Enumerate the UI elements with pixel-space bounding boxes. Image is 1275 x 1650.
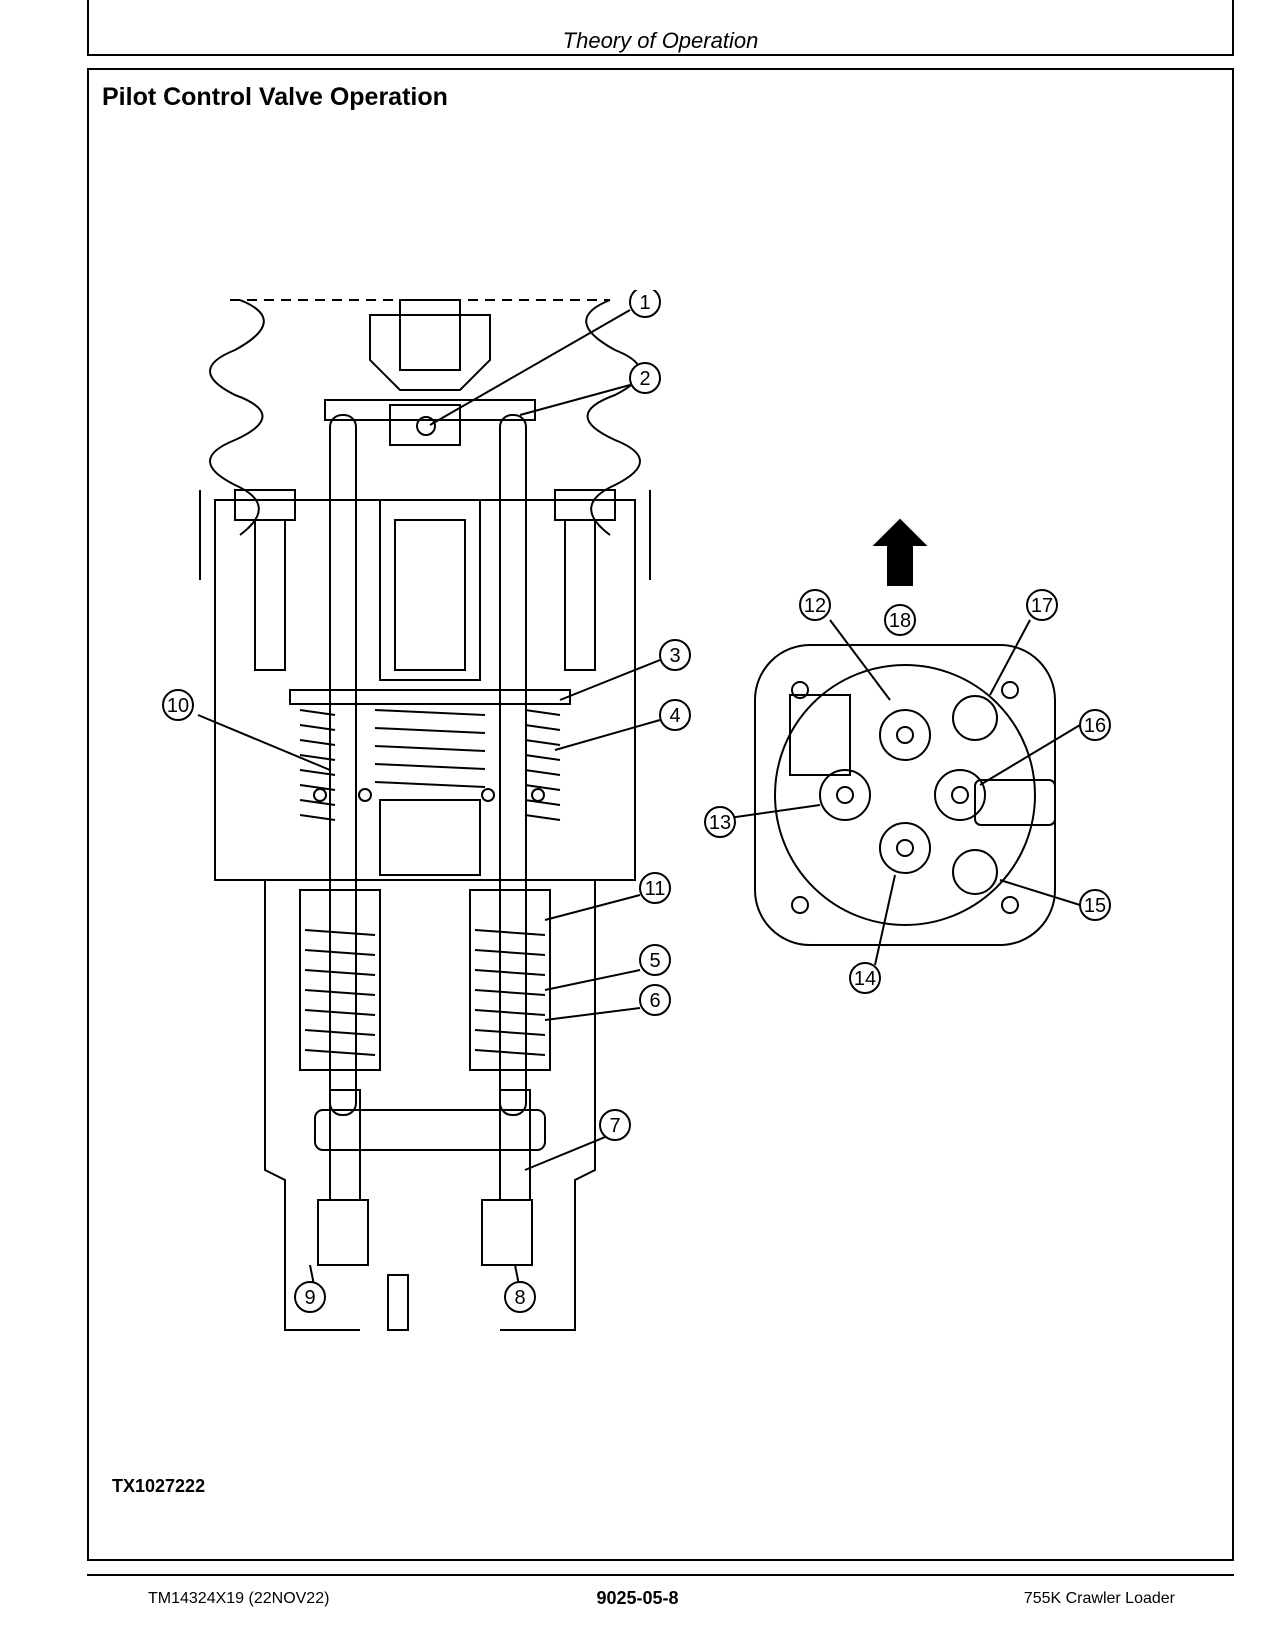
svg-text:6: 6: [649, 990, 660, 1012]
callout-18: 18: [884, 604, 916, 636]
svg-text:15: 15: [1084, 895, 1106, 917]
svg-text:14: 14: [854, 968, 876, 990]
callout-4: 4: [659, 699, 691, 731]
spring-plate: [289, 689, 571, 705]
svg-text:3: 3: [669, 645, 680, 667]
content-frame: [87, 68, 1234, 1561]
lower-housing: [264, 880, 596, 1331]
pilot-valve-figure: 1 2 3 4 5 6 7 8 9 10 11 12 13 14 15 16 1…: [160, 290, 1160, 1410]
callout-5: 5: [639, 944, 671, 976]
svg-text:7: 7: [609, 1115, 620, 1137]
svg-text:1: 1: [639, 292, 650, 314]
handle-mount: [369, 314, 491, 391]
svg-text:4: 4: [669, 705, 680, 727]
valve-base-plate: [754, 644, 1056, 946]
svg-text:13: 13: [709, 812, 731, 834]
callout-16: 16: [1079, 709, 1111, 741]
forward-arrow: [872, 518, 928, 586]
center-spring: [374, 709, 486, 788]
footer-rule: [87, 1574, 1234, 1576]
callout-3: 3: [659, 639, 691, 671]
callout-9: 9: [294, 1281, 326, 1313]
svg-text:2: 2: [639, 368, 650, 390]
connector-clip: [974, 779, 1056, 826]
callout-12: 12: [799, 589, 831, 621]
harness: [387, 1274, 409, 1331]
page-header-title: Theory of Operation: [562, 28, 759, 53]
right-push-rod: [499, 414, 527, 1116]
left-spring-assembly: [299, 889, 381, 1071]
left-outer-spring: [299, 709, 336, 821]
port-16: [934, 769, 986, 821]
svg-text:11: 11: [645, 878, 666, 900]
callout-14: 14: [849, 962, 881, 994]
callout-10: 10: [162, 689, 194, 721]
right-outer-spring: [524, 709, 561, 821]
svg-text:12: 12: [804, 595, 826, 617]
center-block: [379, 499, 481, 681]
callout-15: 15: [1079, 889, 1111, 921]
callout-1: 1: [629, 290, 661, 318]
port-13: [819, 769, 871, 821]
svg-text:17: 17: [1031, 595, 1053, 617]
callout-6: 6: [639, 984, 671, 1016]
pivot-pin: [416, 416, 436, 436]
header-frame: [87, 0, 1234, 56]
svg-text:18: 18: [889, 610, 911, 632]
callout-17: 17: [1026, 589, 1058, 621]
svg-text:5: 5: [649, 950, 660, 972]
port-8-body: [481, 1199, 533, 1266]
callout-13: 13: [704, 806, 736, 838]
port-12: [879, 709, 931, 761]
svg-text:8: 8: [514, 1287, 525, 1309]
footer-page-number: 9025-05-8: [596, 1588, 679, 1608]
electrical-connector: [789, 694, 851, 776]
callout-8: 8: [504, 1281, 536, 1313]
footer-model: 755K Crawler Loader: [1023, 1590, 1175, 1607]
port-9-body: [317, 1199, 369, 1266]
footer-doc-id: TM14324X19 (22NOV22): [148, 1590, 330, 1607]
section-title: Pilot Control Valve Operation: [102, 83, 448, 111]
port-14: [879, 822, 931, 874]
callout-2: 2: [629, 362, 661, 394]
right-spring-assembly: [469, 889, 551, 1071]
left-push-rod: [329, 414, 357, 1116]
callout-11: 11: [639, 872, 671, 904]
svg-text:9: 9: [304, 1287, 315, 1309]
svg-text:16: 16: [1084, 715, 1106, 737]
port-17: [952, 695, 998, 741]
spool-connector: [314, 1109, 546, 1151]
svg-text:10: 10: [167, 695, 189, 717]
pilot-valve-diagram: 1 2 3 4 5 6 7 8 9 10 11 12 13 14 15 16 1…: [162, 290, 1111, 1331]
callout-7: 7: [599, 1109, 631, 1141]
figure-id: TX1027222: [112, 1476, 206, 1496]
port-15: [952, 849, 998, 895]
